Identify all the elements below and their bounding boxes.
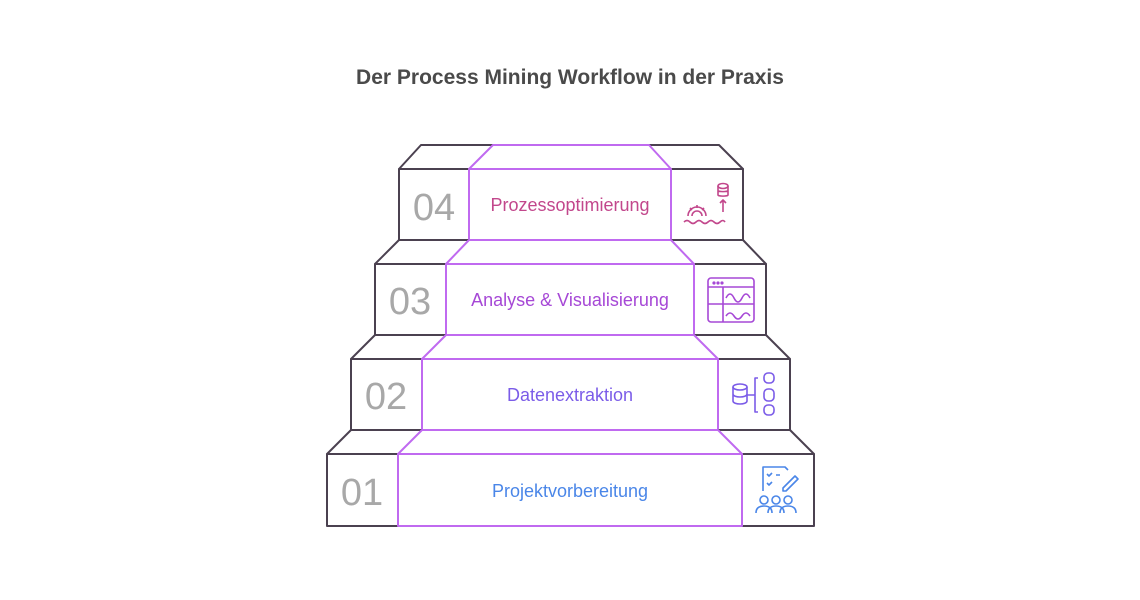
- step-number: 02: [365, 376, 407, 418]
- database-extraction-icon: [732, 372, 775, 416]
- planning-team-icon: [755, 466, 799, 514]
- step-03: 03 Analyse & Visualisierung: [374, 239, 767, 336]
- step-number: 01: [341, 472, 383, 514]
- step-04: 04 Prozessoptimierung: [398, 144, 744, 241]
- gear-database-improve-icon: [683, 182, 729, 225]
- step-label: Projektvorbereitung: [492, 481, 648, 501]
- step-number: 04: [413, 187, 455, 229]
- diagram-title: Der Process Mining Workflow in der Praxi…: [356, 66, 784, 89]
- dashboard-chart-icon: [707, 277, 755, 323]
- step-02: 02 Datenextraktion: [350, 334, 791, 431]
- step-number: 03: [389, 281, 431, 323]
- step-01: 01 Projektvorbereitung: [326, 429, 815, 527]
- step-label: Analyse & Visualisierung: [471, 290, 669, 310]
- step-label: Prozessoptimierung: [490, 195, 649, 215]
- step-label: Datenextraktion: [507, 385, 633, 405]
